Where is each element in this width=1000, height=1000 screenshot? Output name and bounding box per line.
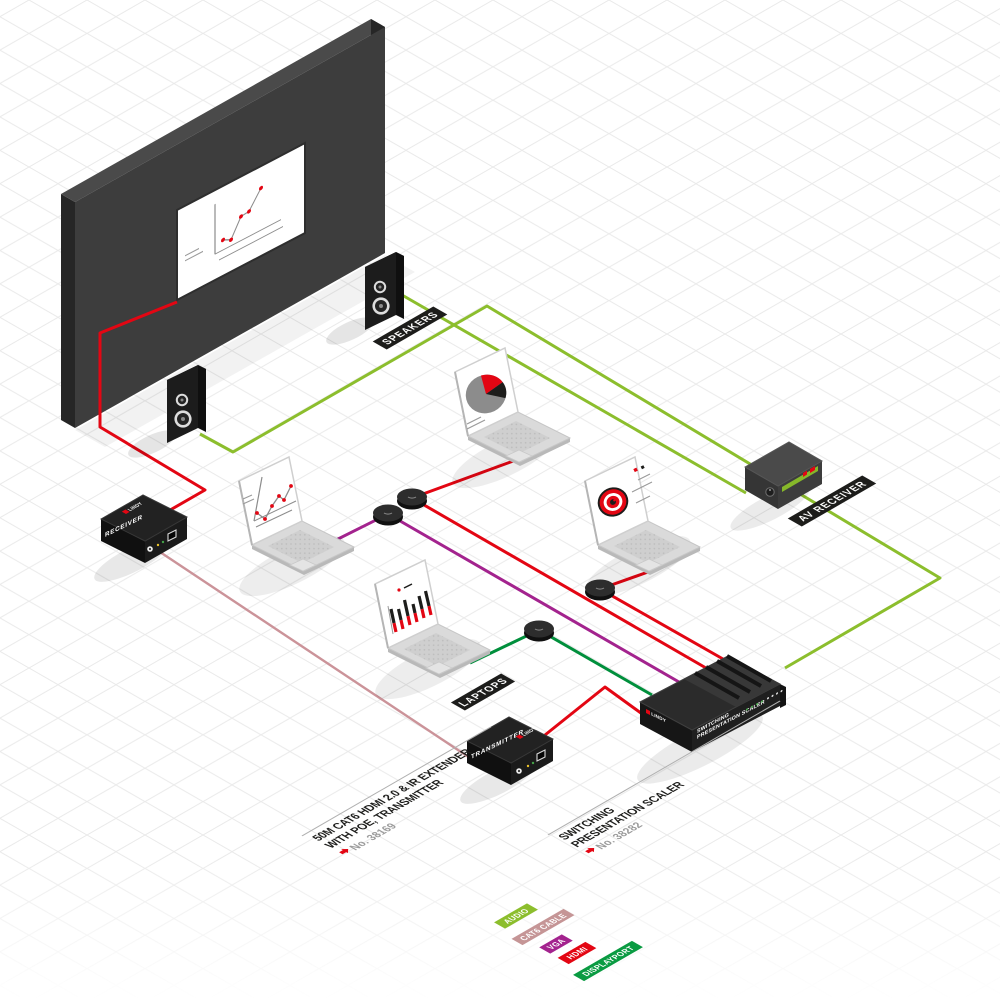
lindy-logo: LINDY xyxy=(121,501,146,514)
slide-line-chart xyxy=(185,185,283,262)
laptop-target xyxy=(584,455,702,597)
target-graphic xyxy=(597,487,629,517)
cable-cat6-receiver-to-transmitter xyxy=(159,551,471,759)
speaker-driver-icon xyxy=(174,393,192,428)
speaker-driver-icon xyxy=(372,280,390,315)
wall-shadow xyxy=(75,255,415,447)
av-receiver-device xyxy=(730,441,824,531)
cable-puck xyxy=(397,488,427,510)
cable-puck xyxy=(524,620,554,642)
laptop-line-chart xyxy=(238,455,356,597)
cable-puck xyxy=(373,504,403,526)
pie-chart-graphic xyxy=(465,374,507,414)
status-led xyxy=(156,543,160,547)
volume-knob-icon xyxy=(765,487,775,497)
laptop-bar-chart xyxy=(374,558,492,700)
cable-puck xyxy=(585,579,615,601)
cable-hdmi-scaler-to-transmitter xyxy=(539,685,646,741)
arrow-icon xyxy=(339,848,349,855)
projection-wall xyxy=(61,19,385,428)
port-icon xyxy=(536,749,546,762)
cable-audio-left-speaker-to-scaler xyxy=(199,304,942,670)
grid-fade xyxy=(0,855,1000,1000)
speaker-left xyxy=(128,365,206,458)
extender-receiver: RECEIVER LINDY xyxy=(94,494,189,582)
heatsink-fins-icon xyxy=(684,654,780,707)
svg-text:LINDY: LINDY xyxy=(127,501,146,512)
status-led xyxy=(161,540,165,544)
av-receiver-display xyxy=(782,466,818,492)
cable-hdmi-screen-to-receiver xyxy=(98,300,207,519)
laptop-pie-chart xyxy=(452,346,572,489)
extender-transmitter: TRANSMITTER LINDY xyxy=(460,716,555,804)
line-chart-graphic xyxy=(242,476,297,528)
port-icon xyxy=(167,529,177,542)
status-led xyxy=(531,761,535,765)
target-screen-annotations xyxy=(631,465,653,504)
svg-text:LINDY: LINDY xyxy=(521,726,540,737)
status-led xyxy=(526,764,530,768)
bar-chart-graphic xyxy=(387,583,433,635)
arrow-icon xyxy=(585,847,595,854)
cable-audio-right-speaker-to-avreceiver xyxy=(401,293,747,495)
speaker-right xyxy=(326,252,404,345)
slide-display xyxy=(176,141,306,302)
lindy-logo: LINDY xyxy=(515,726,540,739)
